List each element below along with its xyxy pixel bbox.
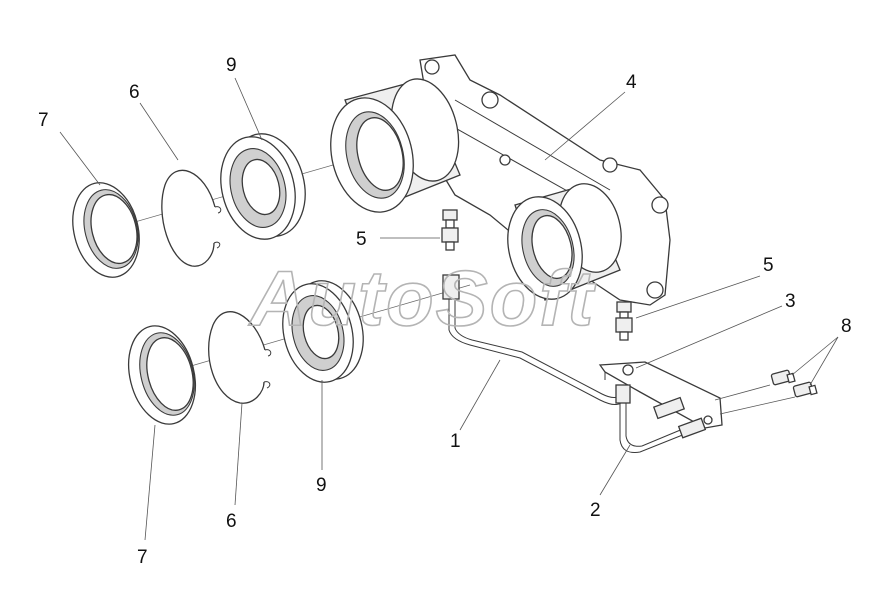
lower-bearing <box>282 280 364 383</box>
upper-circlip <box>161 169 222 267</box>
callout-9-upper: 9 <box>226 55 237 76</box>
bearing-housing <box>330 54 671 306</box>
callout-6-lower: 6 <box>226 511 237 532</box>
grease-fitting-lower <box>615 301 633 341</box>
callout-7-upper: 7 <box>38 110 49 131</box>
callout-5-upper: 5 <box>356 229 367 250</box>
callouts: 7 6 9 4 5 5 3 8 1 2 9 6 7 <box>38 55 852 568</box>
callout-8: 8 <box>841 316 852 337</box>
callout-4: 4 <box>626 72 637 93</box>
callout-6-upper: 6 <box>129 82 140 103</box>
upper-bearing <box>220 133 306 240</box>
callout-7-lower: 7 <box>137 547 148 568</box>
watermark: AutoSoft <box>248 254 596 342</box>
callout-1: 1 <box>450 431 461 452</box>
lower-circlip <box>208 311 272 404</box>
upper-seal <box>72 182 140 278</box>
lubrication-tube-2 <box>615 384 707 453</box>
leader-lines <box>59 77 839 541</box>
callout-5-lower: 5 <box>763 255 774 276</box>
lower-seal <box>128 325 196 425</box>
grease-fitting-upper <box>441 209 459 251</box>
tube-bracket <box>598 361 723 429</box>
callout-9-lower: 9 <box>316 475 327 496</box>
grease-nipples <box>770 369 818 398</box>
callout-3: 3 <box>785 291 796 312</box>
callout-2: 2 <box>590 500 601 521</box>
